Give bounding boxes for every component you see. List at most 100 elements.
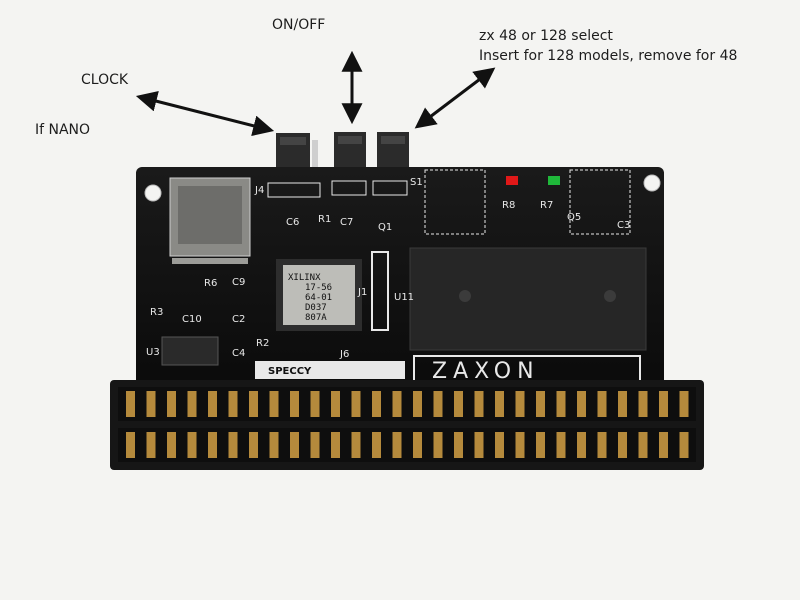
header-j4: [267, 182, 321, 198]
connector-pin: [515, 432, 525, 458]
sd-card-slot: [169, 177, 251, 264]
header-j1: [371, 251, 389, 331]
silk-r7: R7: [540, 200, 553, 211]
connector-pin: [679, 432, 689, 458]
connector-pin: [392, 391, 402, 417]
silk-c6: C6: [286, 217, 299, 228]
silk-c2: C2: [232, 314, 245, 325]
connector-pin: [413, 391, 422, 417]
silk-r1: R1: [318, 214, 331, 225]
connector-pin: [618, 432, 627, 458]
jumper-model-select: [377, 132, 409, 170]
connector-pin: [290, 391, 299, 417]
silk-j1: J1: [357, 287, 367, 298]
connector-pin: [187, 432, 197, 458]
connector-pin: [146, 432, 156, 458]
silk-c9: C9: [232, 277, 245, 288]
mounting-hole: [144, 184, 162, 202]
silk-j4: J4: [254, 185, 264, 196]
connector-pin: [474, 391, 484, 417]
edge-connector: [110, 380, 704, 470]
silk-r6: R6: [204, 278, 217, 289]
connector-pin: [208, 432, 217, 458]
connector-pin: [577, 391, 586, 417]
connector-pin: [515, 391, 525, 417]
connector-pin: [618, 391, 627, 417]
brand-left: SPECCY: [268, 366, 312, 377]
connector-pin: [228, 432, 238, 458]
connector-pin: [556, 432, 566, 458]
connector-pin: [351, 391, 361, 417]
jumper-clock: [276, 133, 318, 171]
connector-pin: [495, 432, 504, 458]
connector-pin: [167, 391, 176, 417]
connector-pin: [290, 432, 299, 458]
clock-label: CLOCK: [81, 72, 129, 88]
connector-pin: [454, 432, 463, 458]
connector-pin: [269, 432, 279, 458]
led-red: [506, 176, 518, 185]
chip-marking-4: 807A: [305, 313, 327, 323]
connector-pin: [249, 432, 258, 458]
mounting-hole: [643, 174, 661, 192]
connector-pin: [372, 432, 381, 458]
silk-r8: R8: [502, 200, 515, 211]
connector-pin: [269, 391, 279, 417]
led-green: [548, 176, 560, 185]
connector-pin: [351, 432, 361, 458]
connector-pin: [536, 391, 545, 417]
brand-right: ZAXON: [432, 359, 540, 384]
connector-pin: [556, 391, 566, 417]
nano-label: If NANO: [35, 122, 91, 138]
component-outline: [569, 169, 631, 235]
header-s1-area: [331, 180, 367, 196]
ic-u3: [161, 336, 219, 366]
connector-pin: [146, 391, 156, 417]
silk-r2: R2: [256, 338, 269, 349]
connector-pin: [536, 432, 545, 458]
silk-u3: U3: [146, 347, 160, 358]
connector-pin: [474, 432, 484, 458]
on-off-label: ON/OFF: [272, 17, 326, 33]
connector-pin: [228, 391, 238, 417]
connector-pin: [126, 432, 135, 458]
connector-pin: [433, 432, 443, 458]
cpld-chip: XILINX 17-56 64-01 D037 807A: [276, 259, 362, 331]
silk-c3: C3: [617, 220, 630, 231]
chip-marking-1: 17-56: [305, 283, 332, 293]
connector-pin: [597, 432, 607, 458]
connector-pin: [167, 432, 176, 458]
silk-r3: R3: [150, 307, 163, 318]
silk-s1: S1: [410, 177, 423, 188]
connector-pin: [392, 432, 402, 458]
connector-pin: [249, 391, 258, 417]
silk-q5: Q5: [567, 212, 581, 223]
connector-pin: [413, 432, 422, 458]
silk-u11: U11: [394, 292, 414, 303]
connector-pin: [187, 391, 197, 417]
connector-pin: [331, 432, 340, 458]
connector-pin: [577, 432, 586, 458]
connector-pin: [331, 391, 340, 417]
silk-c10: C10: [182, 314, 202, 325]
connector-pin: [679, 391, 689, 417]
dip-chip-u11: [409, 247, 647, 351]
connector-pin: [310, 432, 320, 458]
chip-marking-3: D037: [305, 303, 327, 313]
silk-q1: Q1: [378, 222, 392, 233]
brand-strip: SPECCY ZAXON: [255, 355, 641, 384]
connector-pin: [433, 391, 443, 417]
connector-pin: [495, 391, 504, 417]
connector-pin: [638, 391, 648, 417]
connector-pin: [597, 391, 607, 417]
connector-pin: [638, 432, 648, 458]
chip-marking-2: 64-01: [305, 293, 332, 303]
connector-pin: [310, 391, 320, 417]
clock-arrow: [135, 90, 275, 137]
silk-c4: C4: [232, 348, 245, 359]
header-s1: [372, 180, 408, 196]
silk-j6: J6: [339, 349, 349, 360]
connector-pin: [454, 391, 463, 417]
connector-pin: [659, 391, 668, 417]
